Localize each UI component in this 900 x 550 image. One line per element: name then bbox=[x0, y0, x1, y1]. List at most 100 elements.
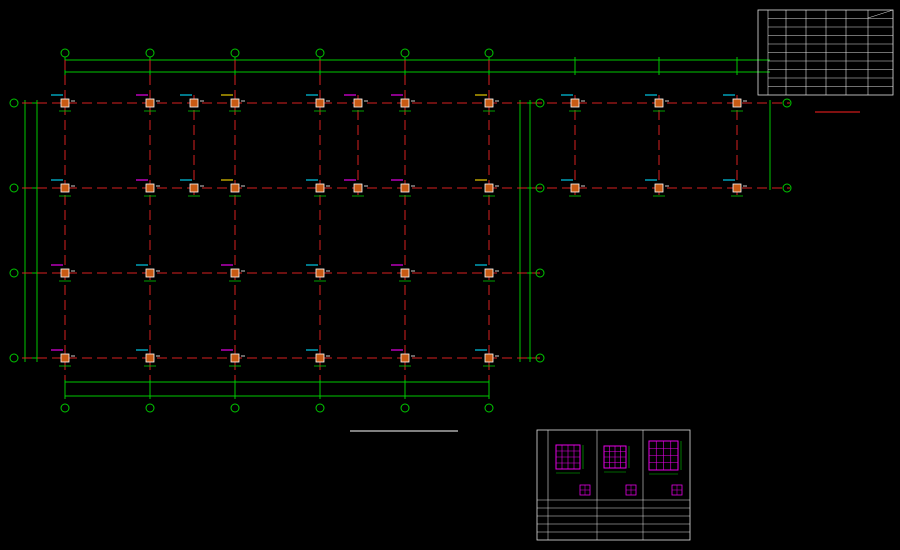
column bbox=[391, 179, 415, 197]
schedule-table bbox=[757, 9, 894, 96]
column bbox=[51, 94, 75, 112]
column bbox=[645, 179, 669, 197]
axis-bubble-top bbox=[60, 48, 70, 58]
column bbox=[221, 94, 245, 112]
column bbox=[391, 264, 415, 282]
column bbox=[475, 349, 499, 367]
column-section bbox=[60, 268, 70, 278]
column bbox=[561, 94, 585, 112]
column-section bbox=[400, 183, 410, 193]
column-section bbox=[145, 183, 155, 193]
axis-bubble-mid bbox=[535, 183, 545, 193]
axis-bubble-circle bbox=[400, 403, 410, 413]
column bbox=[391, 349, 415, 367]
column-section bbox=[484, 268, 494, 278]
column-section-detail bbox=[555, 444, 584, 474]
axis-bubble-top bbox=[484, 48, 494, 58]
column-section bbox=[484, 98, 494, 108]
axis-bubble-circle bbox=[60, 48, 70, 58]
section-small-symbol bbox=[625, 484, 637, 496]
column bbox=[344, 179, 368, 197]
column-section bbox=[60, 353, 70, 363]
axis-bubble-circle bbox=[9, 98, 19, 108]
column bbox=[723, 94, 747, 112]
column-section bbox=[484, 353, 494, 363]
column-section bbox=[230, 183, 240, 193]
column-section bbox=[570, 183, 580, 193]
column-section bbox=[315, 353, 325, 363]
axis-bubble-top bbox=[315, 48, 325, 58]
column bbox=[51, 349, 75, 367]
axis-bubble-left bbox=[9, 183, 19, 193]
column-section bbox=[145, 268, 155, 278]
axis-bubble-bottom bbox=[484, 403, 494, 413]
column-section bbox=[230, 268, 240, 278]
column-section bbox=[315, 183, 325, 193]
axis-bubble-left bbox=[9, 353, 19, 363]
axis-bubble-top bbox=[145, 48, 155, 58]
column bbox=[221, 264, 245, 282]
axis-bubble-circle bbox=[535, 183, 545, 193]
axis-bubble-circle bbox=[535, 98, 545, 108]
axis-bubble-top bbox=[230, 48, 240, 58]
axis-bubble-circle bbox=[60, 403, 70, 413]
axis-bubble-left bbox=[9, 268, 19, 278]
section-small-symbol bbox=[671, 484, 683, 496]
axis-bubble-circle bbox=[484, 48, 494, 58]
column bbox=[221, 349, 245, 367]
column-section bbox=[189, 183, 199, 193]
column-section bbox=[570, 98, 580, 108]
column bbox=[306, 94, 330, 112]
drawing-title-block bbox=[350, 111, 860, 432]
column bbox=[136, 94, 160, 112]
axis-bubble-circle bbox=[535, 268, 545, 278]
column-section bbox=[145, 353, 155, 363]
column-section bbox=[654, 98, 664, 108]
column bbox=[645, 94, 669, 112]
column bbox=[221, 179, 245, 197]
legend-border bbox=[536, 429, 691, 541]
column-section bbox=[315, 268, 325, 278]
section-small-symbol bbox=[579, 484, 591, 496]
axis-bubble-bottom bbox=[315, 403, 325, 413]
axis-bubble-circle bbox=[145, 48, 155, 58]
axis-bubble-layer bbox=[9, 48, 792, 413]
column bbox=[180, 94, 204, 112]
column bbox=[136, 349, 160, 367]
column-section bbox=[484, 183, 494, 193]
column bbox=[723, 179, 747, 197]
column-section bbox=[654, 183, 664, 193]
axis-bubble-circle bbox=[535, 353, 545, 363]
column-section bbox=[60, 183, 70, 193]
axis-bubble-circle bbox=[145, 403, 155, 413]
axis-bubble-bottom bbox=[400, 403, 410, 413]
column-section bbox=[400, 268, 410, 278]
column-detail-legend-panel bbox=[536, 429, 691, 541]
axis-bubble-circle bbox=[9, 268, 19, 278]
axis-bubble-mid bbox=[535, 353, 545, 363]
axis-bubble-right bbox=[782, 98, 792, 108]
axis-bubble-circle bbox=[9, 183, 19, 193]
column-section bbox=[189, 98, 199, 108]
column bbox=[136, 264, 160, 282]
column-section bbox=[400, 98, 410, 108]
column-section bbox=[60, 98, 70, 108]
column-section bbox=[145, 98, 155, 108]
column-section bbox=[400, 353, 410, 363]
column bbox=[475, 94, 499, 112]
column-section bbox=[230, 353, 240, 363]
axis-bubble-circle bbox=[400, 48, 410, 58]
column bbox=[344, 94, 368, 112]
column-section bbox=[732, 98, 742, 108]
column bbox=[475, 179, 499, 197]
column-section bbox=[732, 183, 742, 193]
axis-bubble-left bbox=[9, 98, 19, 108]
axis-bubble-circle bbox=[782, 98, 792, 108]
axis-bubble-circle bbox=[230, 403, 240, 413]
axis-bubble-right bbox=[782, 183, 792, 193]
axis-bubble-circle bbox=[315, 403, 325, 413]
column bbox=[306, 349, 330, 367]
column bbox=[391, 94, 415, 112]
